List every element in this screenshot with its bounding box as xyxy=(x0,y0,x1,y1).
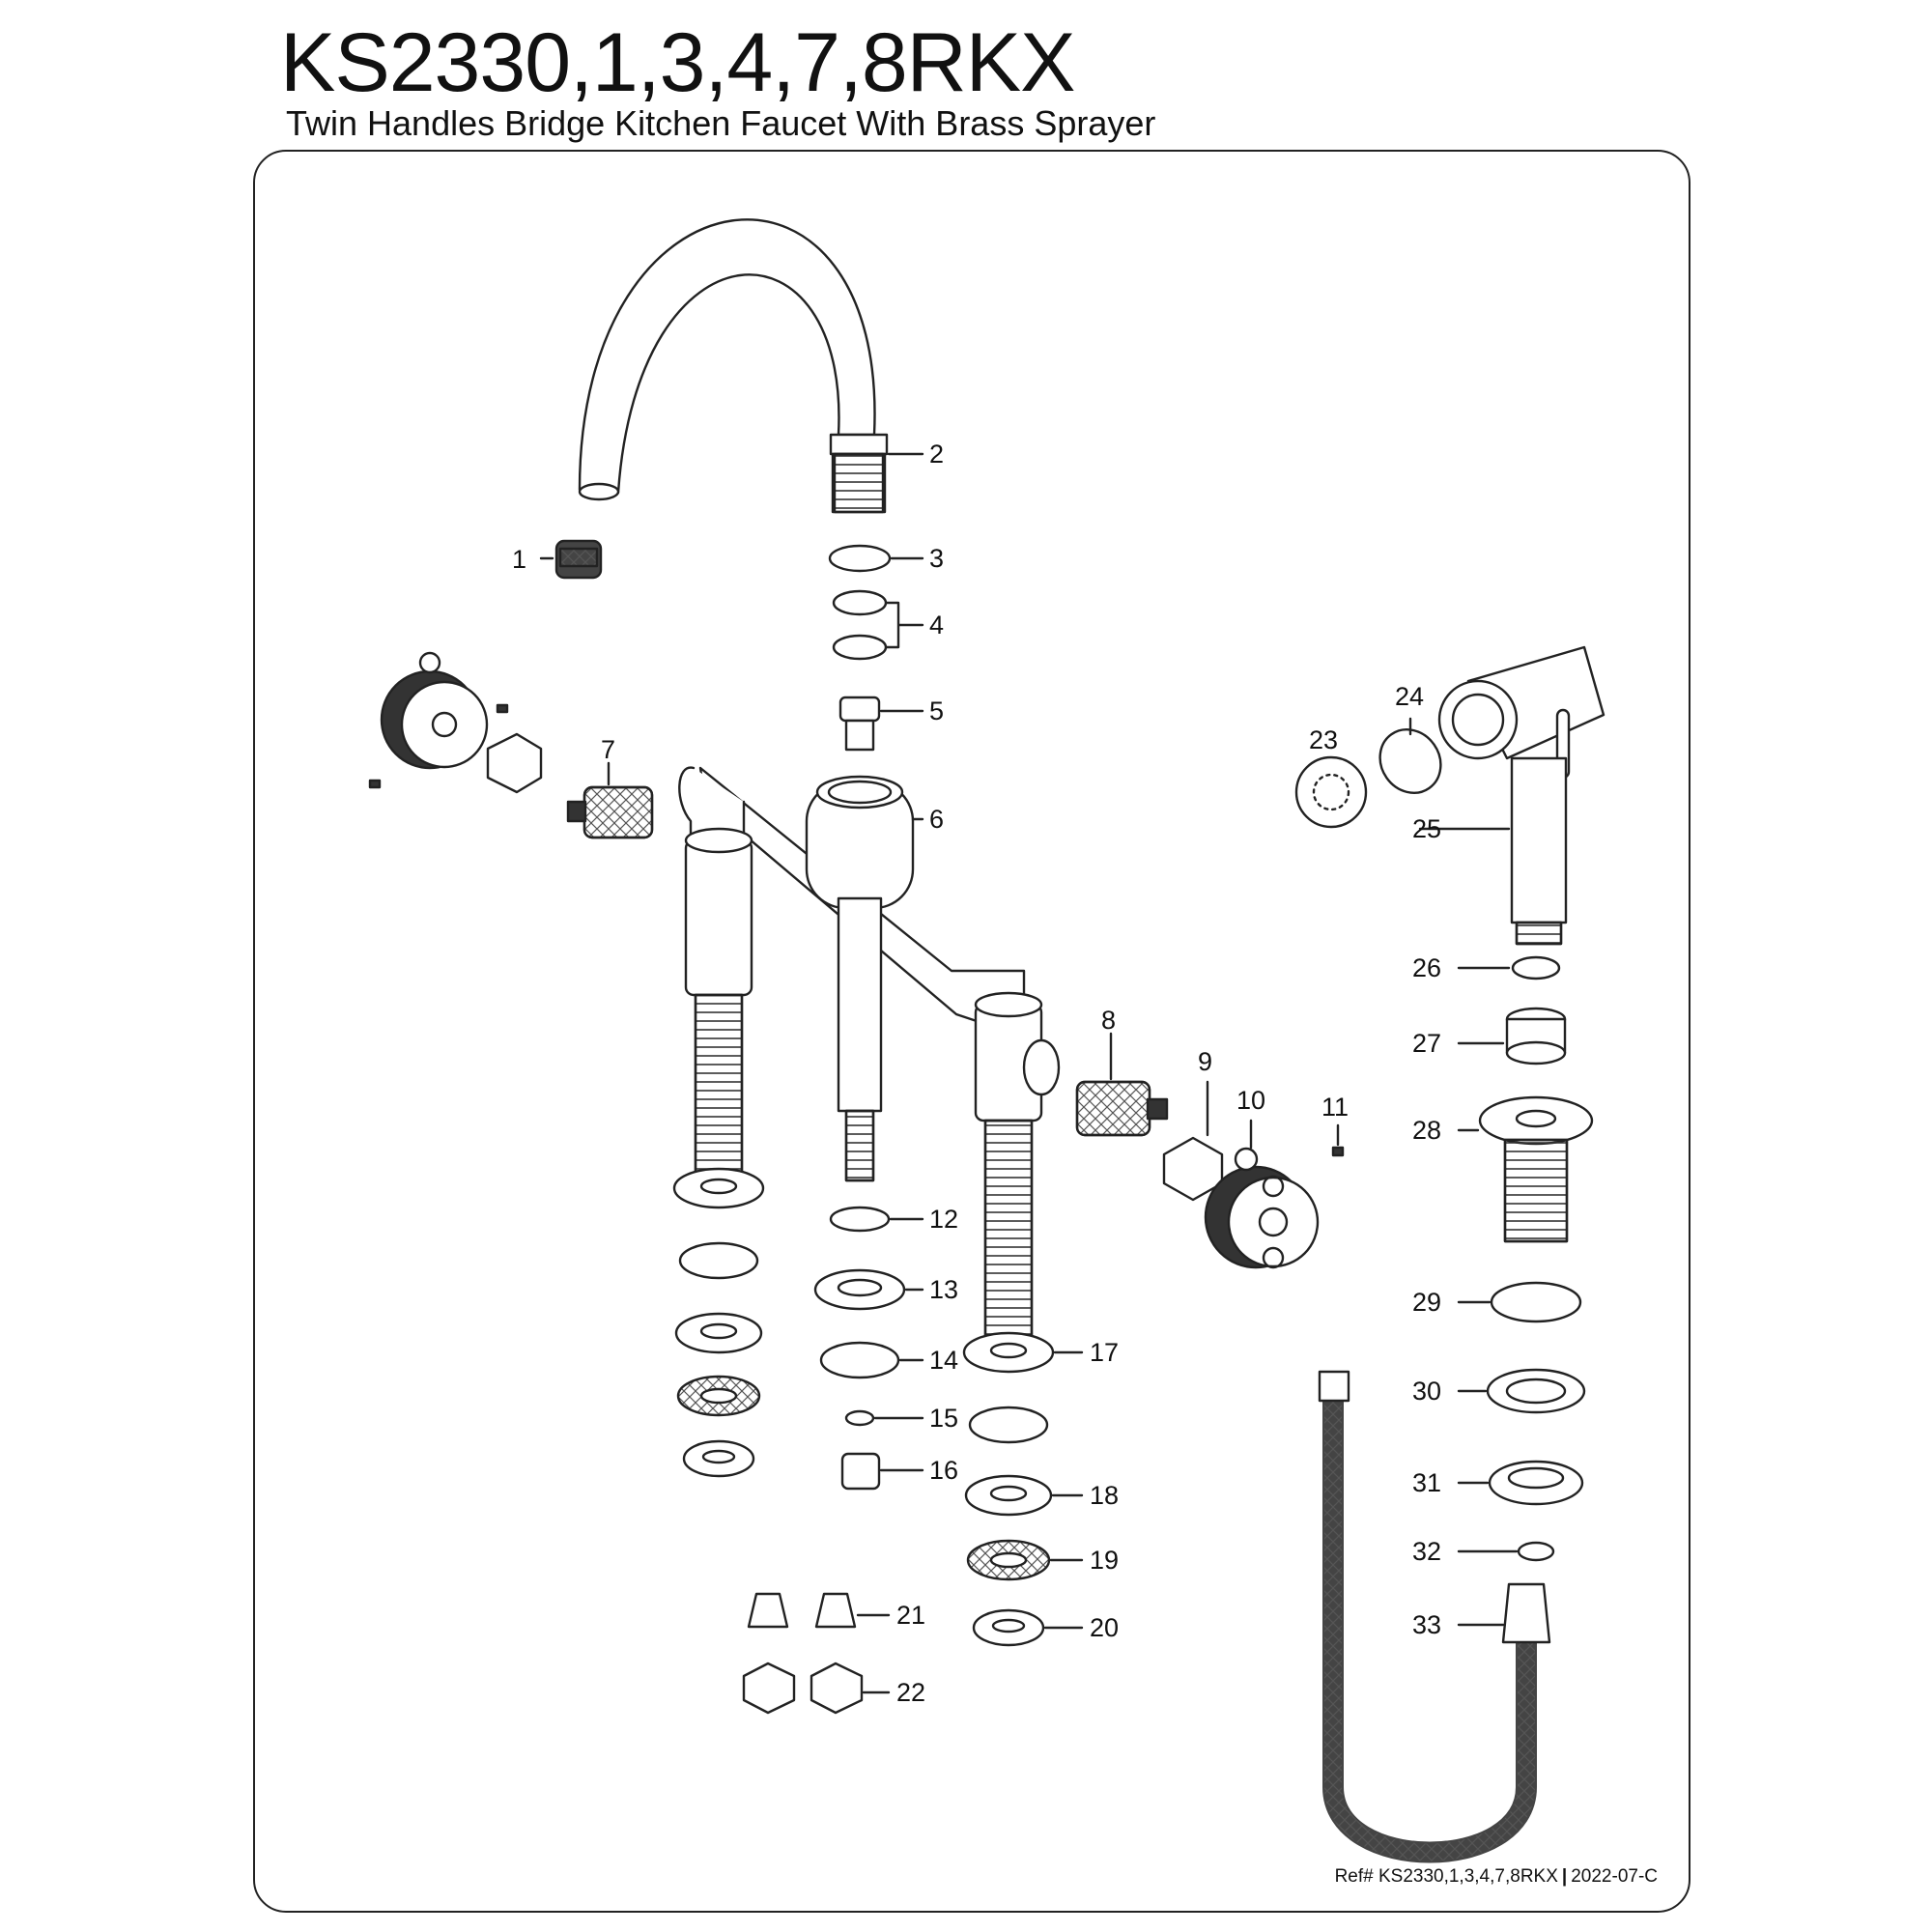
label-part-9: 9 xyxy=(1198,1047,1212,1076)
label-part-32: 32 xyxy=(1412,1537,1441,1566)
part-14-gasket xyxy=(819,1341,900,1379)
part-21-ferrule-b xyxy=(814,1592,857,1629)
part-4-o-ring-b xyxy=(832,634,888,661)
reference-footer: Ref# KS2330,1,3,4,7,8RKX|2022-07-C xyxy=(1335,1866,1658,1888)
part-4-o-ring-a xyxy=(832,589,888,616)
label-part-1: 1 xyxy=(512,545,526,574)
part-25-sprayer-head xyxy=(1418,645,1605,946)
label-part-4: 4 xyxy=(929,611,944,639)
label-part-16: 16 xyxy=(929,1456,958,1485)
part-16-nut xyxy=(840,1452,881,1491)
label-part-17: 17 xyxy=(1090,1338,1119,1367)
label-part-12: 12 xyxy=(929,1205,958,1234)
label-part-21: 21 xyxy=(896,1601,925,1630)
label-part-3: 3 xyxy=(929,544,944,573)
part-labels: 1 2 3 4 5 6 7 8 9 10 11 12 13 14 15 16 1… xyxy=(512,440,1441,1707)
label-part-6: 6 xyxy=(929,805,944,834)
part-3-o-ring xyxy=(828,544,892,573)
label-part-19: 19 xyxy=(1090,1546,1119,1575)
part-23-spray-face xyxy=(1294,755,1368,829)
footer-separator: | xyxy=(1561,1866,1568,1887)
part-26-o-ring xyxy=(1511,955,1561,980)
label-part-30: 30 xyxy=(1412,1377,1441,1406)
part-7-cartridge xyxy=(566,761,654,839)
part-18-washer xyxy=(964,1474,1053,1517)
label-part-18: 18 xyxy=(1090,1481,1119,1510)
part-11-set-screw xyxy=(1331,1146,1345,1157)
label-part-20: 20 xyxy=(1090,1613,1119,1642)
spout-tip xyxy=(578,482,620,501)
label-part-14: 14 xyxy=(929,1346,958,1375)
part-1-aerator xyxy=(539,539,603,580)
label-part-5: 5 xyxy=(929,696,944,725)
label-part-33: 33 xyxy=(1412,1610,1441,1639)
label-part-7: 7 xyxy=(601,735,615,764)
label-part-23: 23 xyxy=(1309,725,1338,754)
part-22-nut-b xyxy=(810,1662,864,1715)
right-gasket xyxy=(968,1406,1049,1444)
part-28-sprayer-base xyxy=(1457,1095,1594,1243)
label-part-13: 13 xyxy=(929,1275,958,1304)
diagram-subtitle: Twin Handles Bridge Kitchen Faucet With … xyxy=(286,103,1156,143)
label-part-24: 24 xyxy=(1395,682,1424,711)
part-24-o-ring xyxy=(1378,728,1442,794)
part-13-washer xyxy=(813,1268,906,1311)
part-2-swivel-adaptor xyxy=(829,433,924,514)
label-part-10: 10 xyxy=(1236,1086,1265,1115)
reference-number: Ref# KS2330,1,3,4,7,8RKX xyxy=(1334,1866,1558,1887)
label-part-27: 27 xyxy=(1412,1029,1441,1058)
label-part-15: 15 xyxy=(929,1404,958,1433)
label-part-29: 29 xyxy=(1412,1288,1441,1317)
label-part-2: 2 xyxy=(929,440,944,469)
label-part-11: 11 xyxy=(1321,1093,1349,1122)
part-20-mounting-nut xyxy=(972,1608,1045,1647)
part-33-hose xyxy=(1318,1370,1551,1863)
part-12-washer xyxy=(829,1206,891,1233)
part-21-ferrule-a xyxy=(747,1592,789,1629)
part-30-washer xyxy=(1486,1368,1586,1414)
label-part-22: 22 xyxy=(896,1678,925,1707)
diagram-title: KS2330,1,3,4,7,8RKX xyxy=(280,16,1075,109)
left-bonnet-nut xyxy=(486,732,543,794)
part-29-gasket xyxy=(1490,1281,1582,1323)
part-8-cartridge xyxy=(1075,1032,1169,1137)
diagram-frame xyxy=(253,150,1690,1913)
label-part-31: 31 xyxy=(1412,1468,1441,1497)
left-gasket xyxy=(678,1241,759,1280)
part-17-washer xyxy=(962,1331,1055,1374)
part-5-check-valve xyxy=(838,696,924,752)
part-6-bridge-body xyxy=(678,766,1061,1345)
part-27-bushing xyxy=(1457,1007,1567,1065)
label-part-28: 28 xyxy=(1412,1116,1441,1145)
part-32-washer xyxy=(1517,1541,1555,1562)
left-handle xyxy=(368,651,509,789)
left-mounting-nut xyxy=(682,1439,755,1478)
part-10-handle xyxy=(1204,1119,1320,1269)
left-washer-1 xyxy=(672,1167,765,1209)
label-part-26: 26 xyxy=(1412,953,1441,982)
label-part-8: 8 xyxy=(1101,1006,1116,1035)
revision-code: 2022-07-C xyxy=(1571,1866,1658,1887)
part-22-nut-a xyxy=(742,1662,796,1715)
part-15-washer xyxy=(844,1409,875,1427)
label-part-25: 25 xyxy=(1412,814,1441,843)
left-washer-2 xyxy=(674,1312,763,1354)
